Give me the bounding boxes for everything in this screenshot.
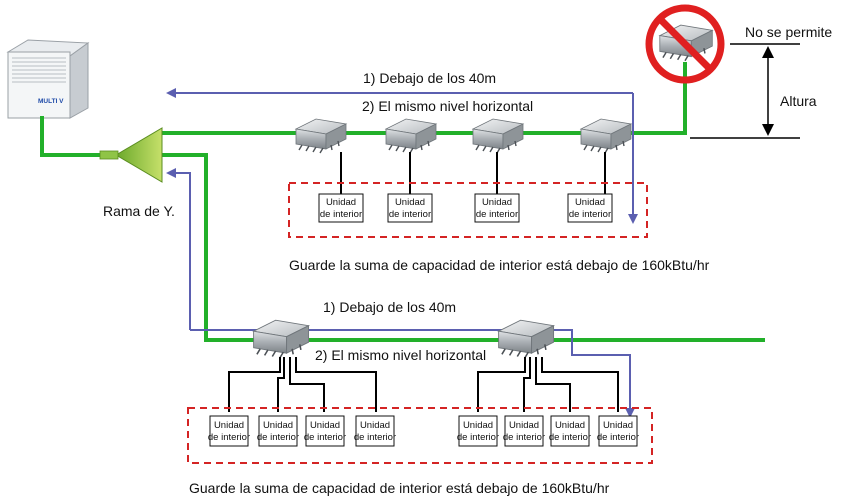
svg-text:de interior: de interior [257,432,299,443]
top-route-level-label: 2) El mismo nivel horizontal [362,98,533,114]
prohibition-icon [645,4,725,84]
outdoor-unit-brand: MULTI V [38,98,64,105]
indoor-unit: Unidad de interior [354,415,396,447]
distributor-box-icon [252,319,310,359]
svg-text:Unidad: Unidad [509,420,539,431]
svg-text:de interior: de interior [320,209,362,220]
indoor-unit: Unidad de interior [549,415,591,447]
svg-text:Unidad: Unidad [214,420,244,431]
top-indoor-group-border [288,182,648,238]
svg-text:de interior: de interior [597,432,639,443]
distributor-box-icon [497,319,555,359]
y-branch-icon [99,127,163,183]
indoor-unit: Unidad de interior [597,415,639,447]
indoor-unit: Unidad de interior [567,193,613,223]
distributor-box-icon [472,118,524,154]
top-route-length-label: 1) Debajo de los 40m [363,70,496,86]
top-capacity-note: Guarde la suma de capacidad de interior … [289,257,710,273]
indoor-unit: Unidad de interior [257,415,299,447]
height-label: Altura [780,93,817,109]
svg-text:de interior: de interior [569,209,611,220]
outdoor-unit-icon: MULTI V [6,39,90,119]
svg-text:Unidad: Unidad [326,197,356,208]
bottom-indoor-units: Unidad de interior Unidad de interior Un… [208,415,639,447]
svg-text:Unidad: Unidad [575,197,605,208]
svg-text:de interior: de interior [457,432,499,443]
svg-text:de interior: de interior [503,432,545,443]
indoor-unit: Unidad de interior [208,415,250,447]
svg-text:de interior: de interior [476,209,518,220]
svg-text:de interior: de interior [208,432,250,443]
svg-text:Unidad: Unidad [463,420,493,431]
bottom-route-length-label: 1) Debajo de los 40m [323,299,456,315]
svg-text:Unidad: Unidad [395,197,425,208]
distributor-box-icon [580,118,632,154]
top-unit-drops [340,152,606,194]
bottom-capacity-note: Guarde la suma de capacidad de interior … [189,480,610,496]
svg-text:Unidad: Unidad [603,420,633,431]
svg-text:de interior: de interior [354,432,396,443]
top-distributor-group [295,118,632,154]
svg-text:Unidad: Unidad [263,420,293,431]
svg-text:Unidad: Unidad [555,420,585,431]
route-arrows [166,88,638,418]
svg-text:Unidad: Unidad [360,420,390,431]
bottom-route-level-label: 2) El mismo nivel horizontal [315,347,486,363]
svg-text:de interior: de interior [549,432,591,443]
svg-text:de interior: de interior [389,209,431,220]
svg-text:Unidad: Unidad [310,420,340,431]
indoor-unit: Unidad de interior [474,193,520,223]
distributor-box-icon [385,118,437,154]
indoor-unit: Unidad de interior [503,415,545,447]
indoor-unit: Unidad de interior [387,193,433,223]
bottom-indoor-group-border [187,407,653,464]
y-branch-label: Rama de Y. [103,203,175,219]
not-allowed-label: No se permite [745,24,832,40]
distributor-box-icon [295,118,347,154]
svg-text:de interior: de interior [304,432,346,443]
indoor-unit: Unidad de interior [318,193,364,223]
prohibited-distributor [645,4,725,84]
top-indoor-units: Unidad de interior Unidad de interior Un… [318,193,613,223]
bottom-unit-drops [228,357,619,412]
svg-text:Unidad: Unidad [482,197,512,208]
indoor-unit: Unidad de interior [304,415,346,447]
indoor-unit: Unidad de interior [457,415,499,447]
height-dimension [690,43,800,139]
